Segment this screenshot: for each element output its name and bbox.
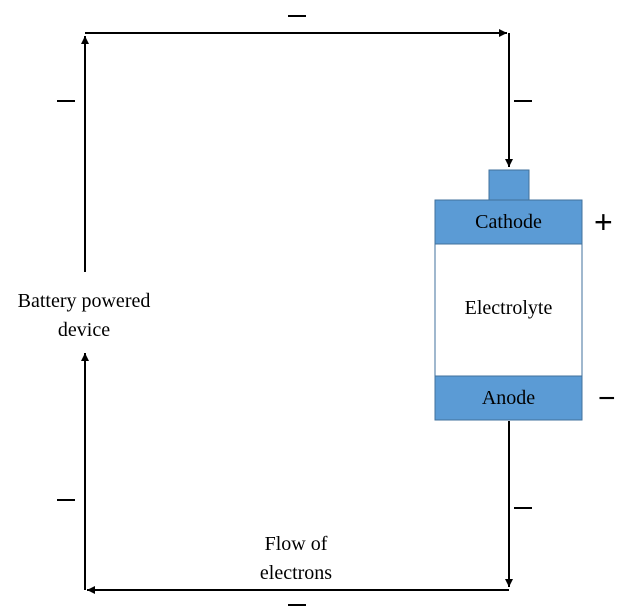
electron-minus-icon [514, 507, 532, 509]
electron-minus-icon [57, 100, 75, 102]
cathode-plus-sign: + [594, 204, 613, 240]
electrolyte-label: Electrolyte [464, 297, 553, 319]
device-label-line2: device [57, 319, 111, 341]
device-label-line1: Battery powered [17, 290, 151, 312]
anode-minus-sign: − [598, 382, 616, 415]
flow-label-line1: Flow of [264, 533, 328, 555]
flow-label-line2: electrons [259, 562, 333, 584]
electron-minus-icon [288, 15, 306, 17]
electron-minus-icon [514, 100, 532, 102]
battery-terminal-cap [488, 169, 530, 201]
anode-box [434, 375, 583, 421]
electron-minus-icon [288, 604, 306, 606]
anode-label: Anode [481, 387, 536, 409]
electron-minus-icon [57, 499, 75, 501]
cathode-label: Cathode [475, 211, 542, 233]
cathode-box [434, 199, 583, 245]
